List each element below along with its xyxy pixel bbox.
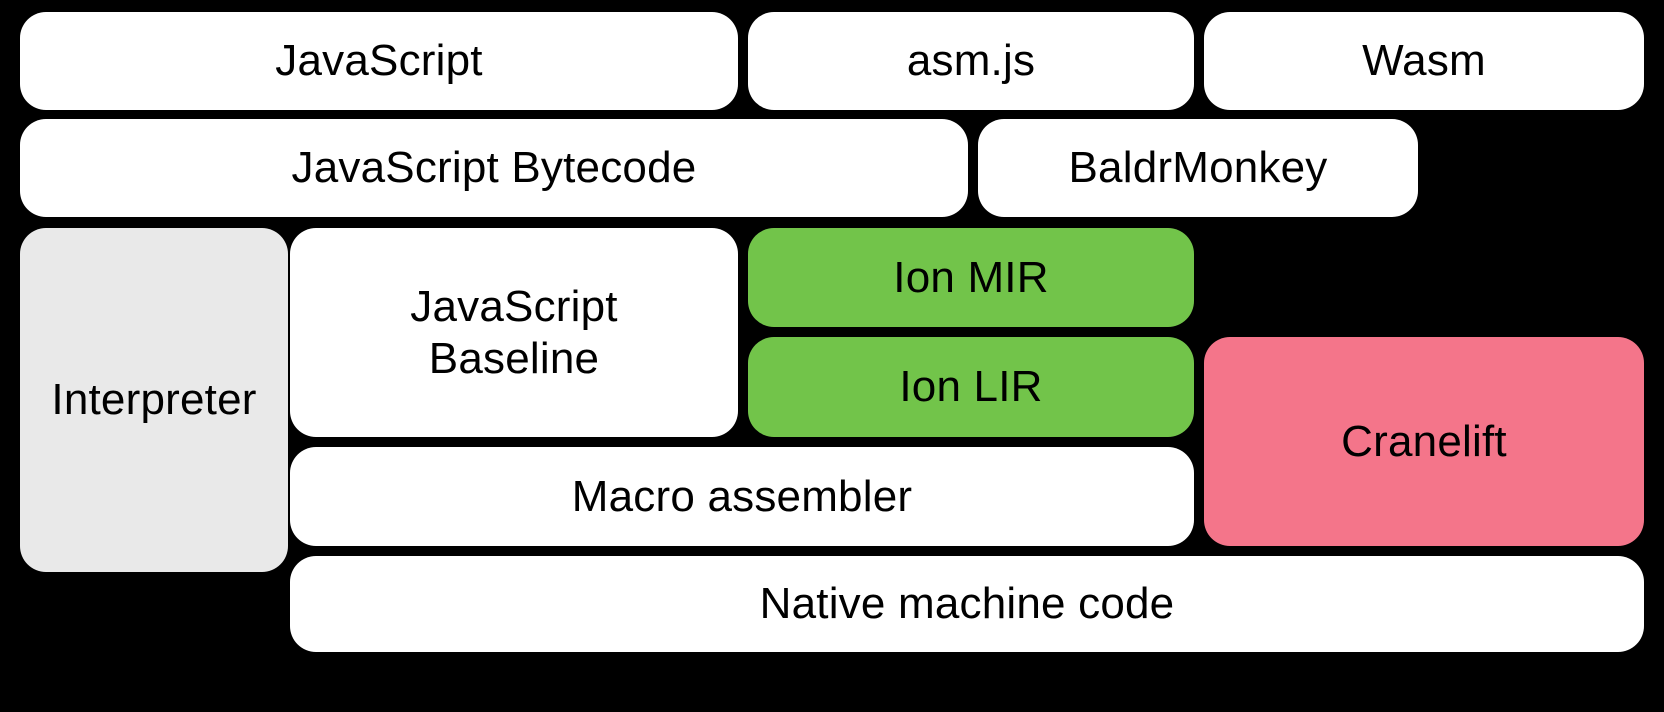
node-label-ion-mir: Ion MIR — [893, 252, 1049, 302]
node-label-javascript-baseline: JavaScript Baseline — [410, 282, 618, 383]
node-javascript[interactable]: JavaScript — [20, 12, 738, 110]
node-label-macro-assembler: Macro assembler — [571, 471, 913, 521]
node-native-machine-code[interactable]: Native machine code — [290, 556, 1644, 652]
node-label-interpreter: Interpreter — [51, 375, 257, 425]
node-baldrmonkey[interactable]: BaldrMonkey — [978, 119, 1418, 217]
node-label-asmjs: asm.js — [906, 36, 1036, 86]
node-macro-assembler[interactable]: Macro assembler — [290, 447, 1194, 546]
node-label-ion-lir: Ion LIR — [899, 362, 1043, 412]
node-wasm[interactable]: Wasm — [1204, 12, 1644, 110]
node-ion-mir[interactable]: Ion MIR — [748, 228, 1194, 327]
node-asmjs[interactable]: asm.js — [748, 12, 1194, 110]
node-cranelift[interactable]: Cranelift — [1204, 337, 1644, 546]
node-javascript-baseline[interactable]: JavaScript Baseline — [290, 228, 738, 437]
node-label-baldrmonkey: BaldrMonkey — [1068, 143, 1328, 193]
node-javascript-bytecode[interactable]: JavaScript Bytecode — [20, 119, 968, 217]
node-label-wasm: Wasm — [1362, 36, 1486, 86]
node-label-javascript-bytecode: JavaScript Bytecode — [291, 143, 697, 193]
node-interpreter[interactable]: Interpreter — [20, 228, 288, 572]
node-ion-lir[interactable]: Ion LIR — [748, 337, 1194, 437]
node-label-javascript: JavaScript — [275, 36, 483, 86]
node-label-cranelift: Cranelift — [1341, 416, 1507, 466]
node-label-native-machine-code: Native machine code — [759, 579, 1175, 629]
